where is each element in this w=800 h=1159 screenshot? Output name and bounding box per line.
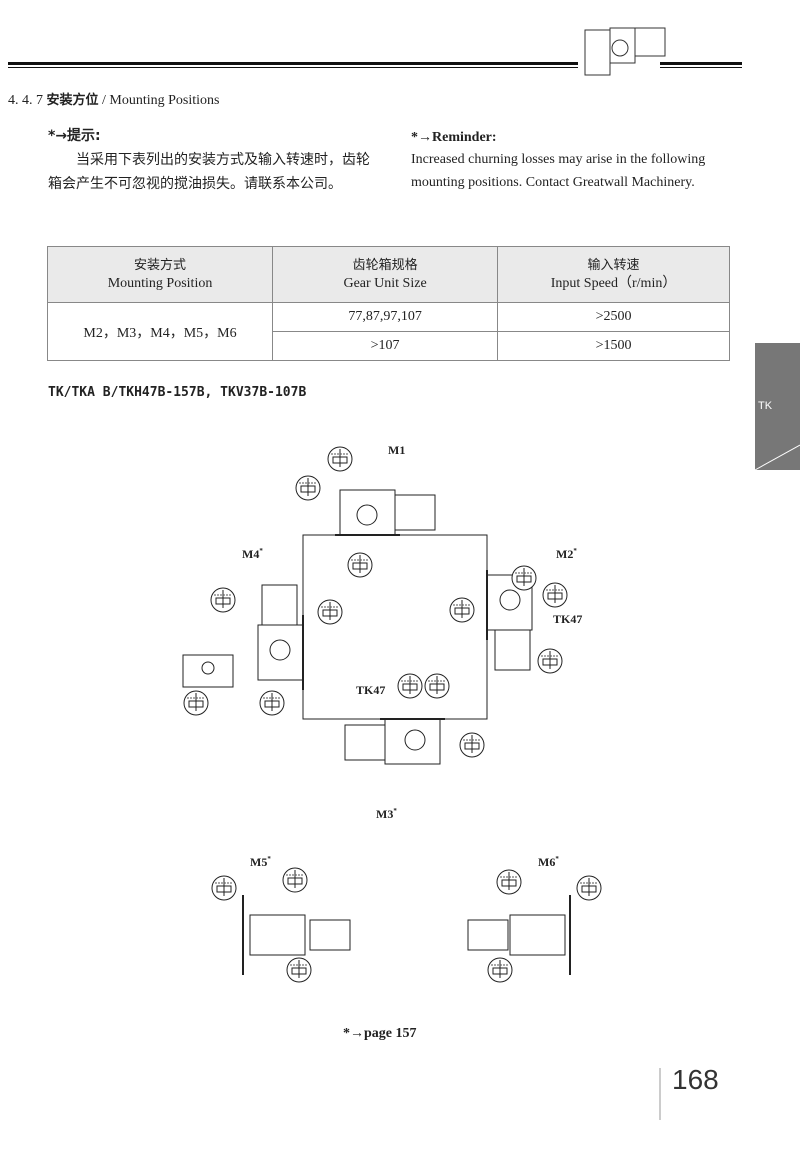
oil-indicator-icon xyxy=(537,648,563,674)
side-tab-label: TK xyxy=(758,400,773,412)
reminder-en-heading: *→Reminder: xyxy=(411,130,497,145)
cell-positions: M2，M3，M4，M5，M6 xyxy=(46,302,274,361)
mounting-diagram xyxy=(182,489,571,975)
section-number: 4. 4. 7 xyxy=(8,93,43,108)
oil-indicator-icon xyxy=(317,599,343,625)
cell-speed: >2500 xyxy=(497,302,730,332)
oil-indicator-icon xyxy=(576,875,602,901)
oil-indicator-icon xyxy=(542,582,568,608)
oil-indicator-icon xyxy=(487,957,513,983)
side-tab xyxy=(754,343,800,471)
gearbox-m3 xyxy=(344,718,445,765)
reminder-en-body: Increased churning losses may arise in t… xyxy=(411,152,706,190)
page-number: 168 xyxy=(672,1064,719,1095)
page-reference: *→page 157 xyxy=(343,1026,417,1041)
oil-indicator-icon xyxy=(496,869,522,895)
label-m4: M4* xyxy=(242,547,263,561)
gearbox-m4 xyxy=(257,584,304,690)
label-m5: M5* xyxy=(250,855,271,869)
reminder-cn-body: 当采用下表列出的安装方式及输入转速时，齿轮箱会产生不可忽视的搅油损失。请联系本公… xyxy=(48,152,370,192)
oil-indicator-icon xyxy=(295,475,321,501)
gearbox-m1 xyxy=(335,489,436,536)
oil-indicator-icon xyxy=(211,875,237,901)
gearbox-m2 xyxy=(486,570,533,671)
oil-indicator-icon xyxy=(449,597,475,623)
section-heading: 4. 4. 7 安装方位 / Mounting Positions xyxy=(8,89,220,109)
gearbox-m6 xyxy=(467,895,571,975)
label-tk47: TK47 xyxy=(553,612,583,626)
oil-indicator-icon xyxy=(259,690,285,716)
section-title-en: Mounting Positions xyxy=(109,93,220,108)
gearmotor-logo-icon xyxy=(584,27,666,76)
oil-indicator-icon xyxy=(424,673,450,699)
oil-indicator-icon xyxy=(282,867,308,893)
oil-indicator-icon xyxy=(459,732,485,758)
label-m3: M3* xyxy=(376,807,397,821)
oil-indicator-icon xyxy=(210,587,236,613)
label-m2: M2* xyxy=(556,547,577,561)
header-rule xyxy=(8,62,742,68)
oil-indicator-icon xyxy=(397,673,423,699)
oil-indicator-icon xyxy=(286,957,312,983)
cell-size: >107 xyxy=(272,331,499,361)
oil-indicator-icon xyxy=(183,690,209,716)
label-m6: M6* xyxy=(538,855,559,869)
gearbox-m4-end xyxy=(182,654,234,688)
cell-size: 77,87,97,107 xyxy=(272,302,499,332)
oil-indicator-icon xyxy=(511,565,537,591)
gearbox-m5 xyxy=(242,895,351,975)
reminder-cn-heading: *→提示: xyxy=(48,128,101,144)
cell-speed: >1500 xyxy=(497,331,730,361)
oil-indicator-icon xyxy=(327,446,353,472)
label-m1: M1 xyxy=(388,443,406,457)
model-heading: TK/TKA B/TKH47B-157B, TKV37B-107B xyxy=(48,385,307,400)
label-tk47: TK47 xyxy=(356,683,386,697)
separator: / xyxy=(102,93,106,108)
table-row: >107 >1500 xyxy=(48,331,730,361)
oil-indicator-icon xyxy=(347,552,373,578)
table-row: M2，M3，M4，M5，M6 77,87,97,107 >2500 xyxy=(46,302,730,361)
section-title-cn: 安装方位 xyxy=(46,93,99,108)
